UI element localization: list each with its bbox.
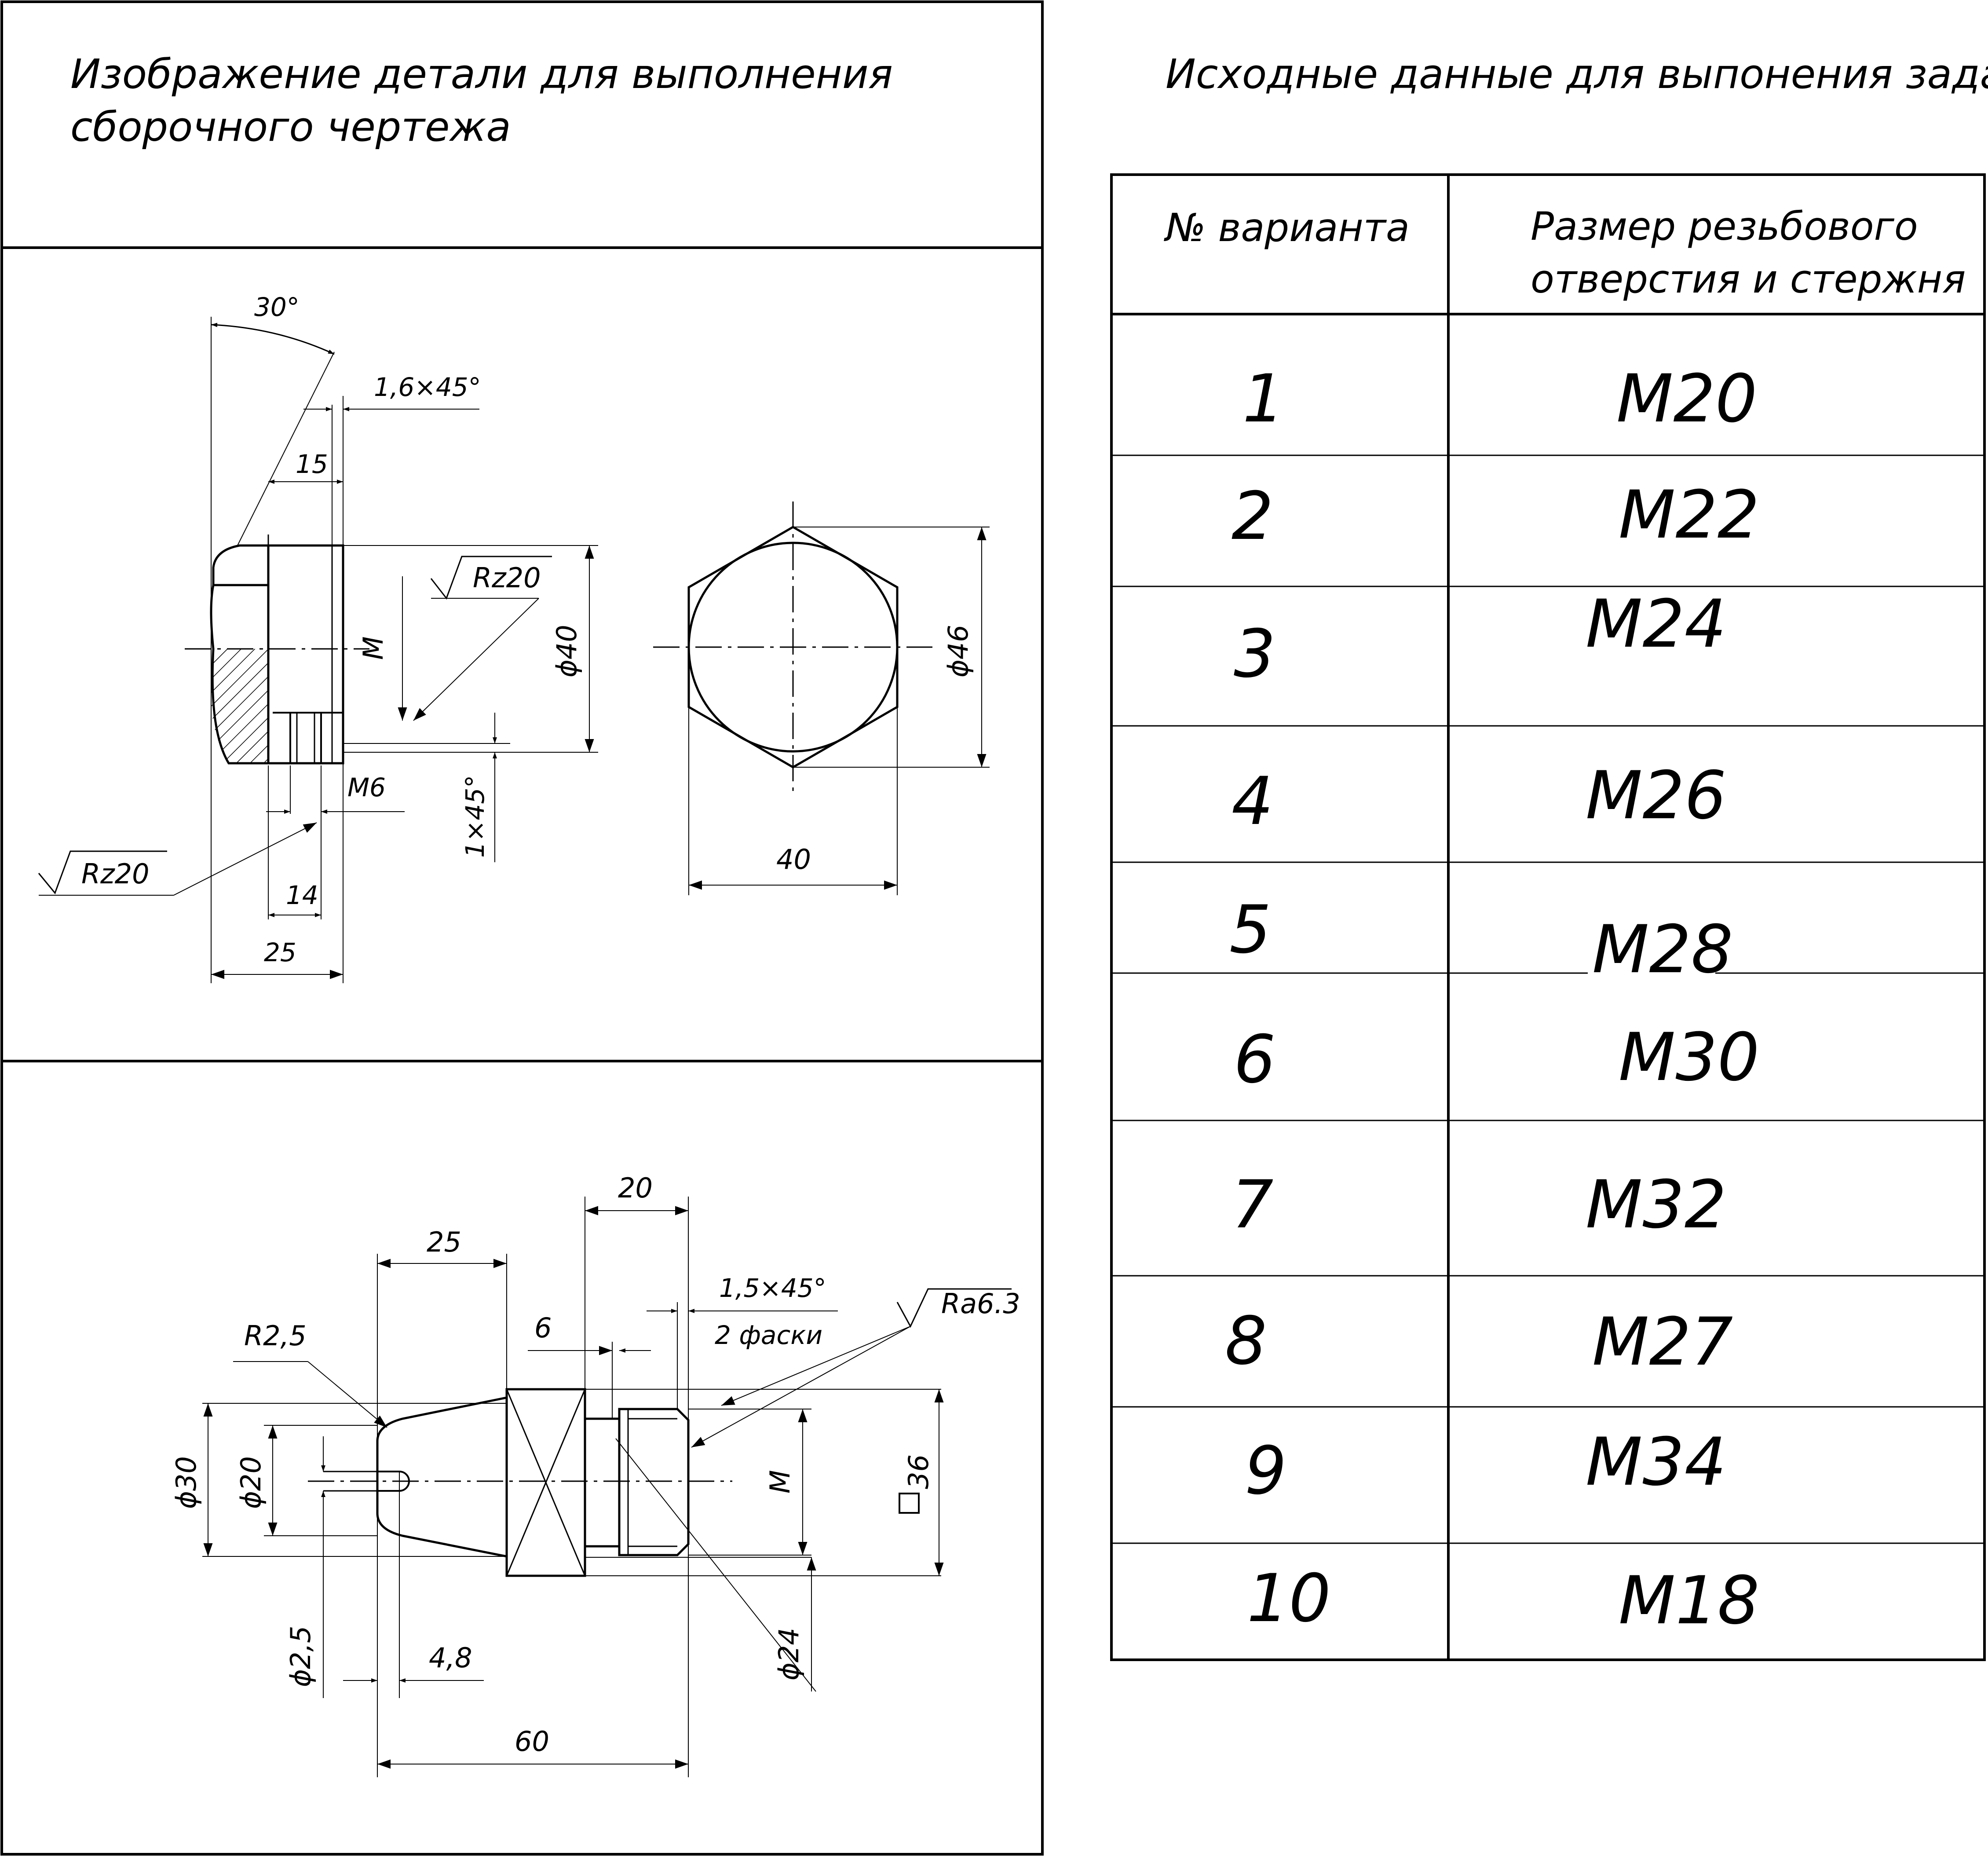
- bolt-r25: R2,5: [244, 1320, 307, 1352]
- row-num: 1: [1242, 361, 1284, 437]
- nut-m6: M6: [347, 772, 386, 802]
- row-num: 9: [1245, 1433, 1286, 1509]
- nut-len-14: 14: [286, 880, 318, 910]
- variants-table: [1110, 173, 1986, 1661]
- row-size: M27: [1592, 1304, 1733, 1380]
- row-num: 6: [1234, 1021, 1275, 1098]
- row-num: 3: [1234, 616, 1275, 692]
- row-size: M32: [1586, 1167, 1726, 1243]
- nut-dia-40: ϕ40: [551, 625, 583, 677]
- bolt-dia-30: ϕ30: [170, 1456, 202, 1509]
- nut-len-25: 25: [264, 937, 296, 967]
- table-row: 9 M34: [1245, 1424, 1726, 1509]
- nut-chamfer-1: 1×45°: [460, 775, 490, 858]
- nut-angle-label: 30°: [254, 292, 300, 322]
- row-size: M18: [1619, 1563, 1759, 1639]
- row-size: M20: [1616, 361, 1757, 437]
- bolt-thread-m: M: [764, 1470, 796, 1494]
- nut-hatch: [211, 649, 268, 763]
- table-row: 2 M22: [1232, 477, 1759, 555]
- header-size-line1: Размер резьбового: [1531, 204, 1918, 249]
- nut-side-view: 30° 1,6×45° 15 Rz20 M ϕ40 1×45° M6 Rz2: [38, 292, 598, 983]
- table-row: 4 M26: [1232, 758, 1726, 840]
- nut-rz-top: Rz20: [473, 562, 541, 594]
- bolt-dia-24: ϕ24: [773, 1628, 805, 1680]
- table-row: 1 M20: [1242, 361, 1757, 437]
- bolt-len-25: 25: [427, 1226, 461, 1258]
- left-title-line2: сборочного чертежа: [70, 103, 511, 150]
- bolt-dia-20: ϕ20: [235, 1456, 267, 1509]
- bolt-ra: Ra6.3: [941, 1288, 1020, 1320]
- row-num: 5: [1229, 892, 1271, 968]
- bolt-sq-36: 36: [903, 1454, 935, 1489]
- nut-dia-46: ϕ46: [942, 625, 974, 677]
- nut-width-40: 40: [776, 843, 811, 875]
- table-row: 7 M32: [1232, 1167, 1726, 1243]
- header-variant: № варианта: [1164, 205, 1410, 250]
- bolt-len-20: 20: [618, 1172, 653, 1204]
- row-size: M22: [1619, 477, 1759, 553]
- left-panel-frame: [0, 0, 1044, 1856]
- header-size-line2: отверстия и стержня: [1531, 256, 1966, 302]
- row-num: 4: [1232, 763, 1273, 840]
- nut-thread-m: M: [357, 637, 389, 660]
- row-size: M28: [1592, 912, 1733, 988]
- bolt-dia-25: ϕ2,5: [285, 1626, 317, 1688]
- row-size: M30: [1619, 1019, 1759, 1096]
- row-num: 2: [1232, 478, 1273, 555]
- square-symbol-icon: [899, 1493, 920, 1514]
- row-num: 7: [1232, 1167, 1273, 1243]
- left-title-line1: Изображение детали для выполнения: [70, 51, 893, 98]
- bolt-len-48: 4,8: [429, 1642, 472, 1674]
- table-row: 5 M28: [1229, 892, 1733, 988]
- table-row: 6 M30: [1234, 1019, 1759, 1098]
- right-title: Исходные данные для выпонения задания: [1166, 51, 1988, 98]
- nut-hex-view: ϕ46 40: [653, 502, 990, 895]
- bolt-drawing: 20 25 1,5×45° 2 фаски Ra6.3 6 R2,5 ϕ30 ϕ…: [170, 1172, 1020, 1777]
- bolt-two-chamfers: 2 фаски: [715, 1320, 822, 1350]
- row-size: M34: [1586, 1424, 1726, 1501]
- nut-rz-bottom: Rz20: [81, 858, 150, 890]
- table-row-lines: [1111, 454, 1984, 1544]
- row-num: 10: [1247, 1560, 1331, 1637]
- table-row: 8 M27: [1225, 1303, 1733, 1380]
- nut-len-15: 15: [296, 449, 328, 479]
- nut-chamfer-top: 1,6×45°: [374, 372, 481, 402]
- row-size: M24: [1586, 586, 1726, 663]
- table-row: 10 M18: [1247, 1560, 1759, 1639]
- row-size: M26: [1586, 758, 1726, 834]
- table-row: 3 M24: [1234, 586, 1726, 692]
- bolt-chamfer: 1,5×45°: [719, 1273, 826, 1303]
- bolt-len-6: 6: [534, 1312, 552, 1344]
- row-num: 8: [1225, 1303, 1267, 1380]
- bolt-len-60: 60: [515, 1725, 549, 1757]
